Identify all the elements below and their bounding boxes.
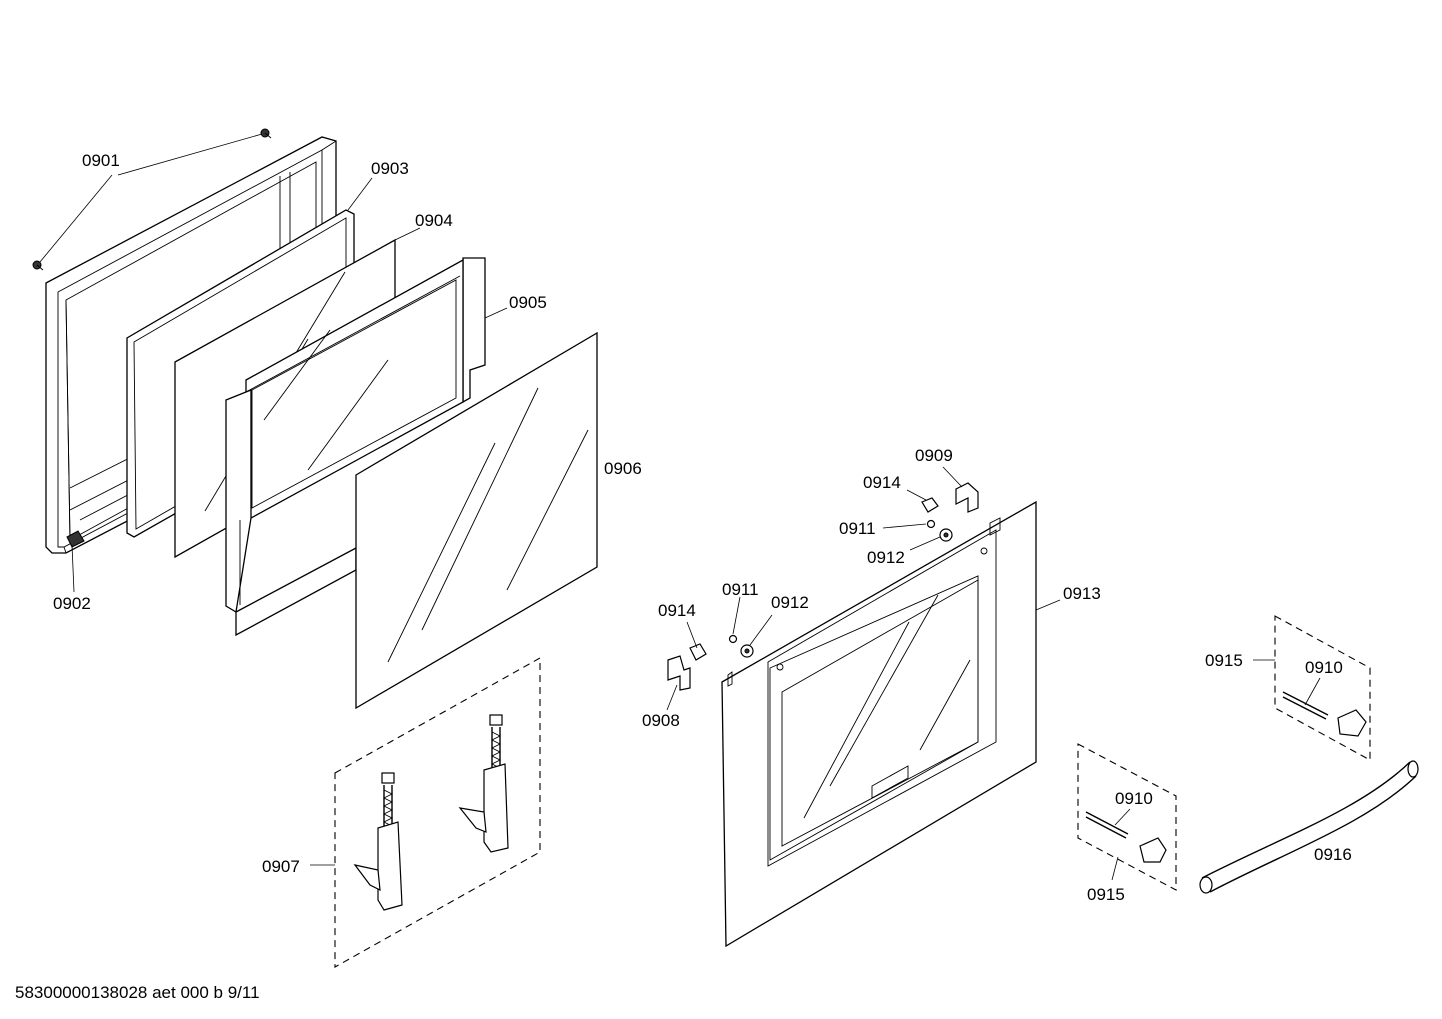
label-0914-left: 0914: [658, 601, 696, 620]
label-0903: 0903: [371, 159, 409, 178]
label-0909: 0909: [915, 446, 953, 465]
label-0915-upper: 0915: [1205, 651, 1243, 670]
part-0912-washer-left: [740, 644, 754, 658]
part-labels: 0901 0902 0903 0904 0905 0906 0907 0908 …: [53, 151, 1352, 904]
label-0908: 0908: [642, 711, 680, 730]
part-0911-nut-right: [926, 519, 936, 529]
label-0907: 0907: [262, 857, 300, 876]
label-0912-left: 0912: [771, 593, 809, 612]
part-0902-clip: [66, 530, 85, 548]
label-0905: 0905: [509, 293, 547, 312]
document-id: 58300000138028 aet 000 b 9/11: [15, 983, 260, 1002]
label-0912-right: 0912: [867, 548, 905, 567]
part-0915-mount-lower: [1077, 743, 1177, 891]
label-0901: 0901: [82, 151, 120, 170]
label-0914-right: 0914: [863, 473, 901, 492]
label-0915-lower: 0915: [1087, 885, 1125, 904]
label-0904: 0904: [415, 211, 453, 230]
part-0910-screw-upper: [1282, 691, 1329, 720]
part-0901-screw-left: [32, 260, 44, 271]
label-0910-upper: 0910: [1305, 658, 1343, 677]
label-0916: 0916: [1314, 845, 1352, 864]
label-0911-right: 0911: [839, 519, 876, 538]
part-0908-bracket: [667, 655, 691, 691]
label-0902: 0902: [53, 594, 91, 613]
part-0907-hinge-right: [458, 714, 509, 853]
part-0915-mount-upper: [1274, 615, 1371, 761]
part-0907-hinge-group: [334, 657, 541, 968]
part-0909-bracket: [955, 482, 979, 513]
part-0907-hinge-left: [353, 772, 403, 911]
part-0901-screw-top: [260, 128, 272, 139]
label-0906: 0906: [604, 459, 642, 478]
label-0911-left: 0911: [722, 580, 759, 599]
leader-lines: [39, 133, 1321, 881]
part-0916-handle-bar: [1199, 760, 1419, 894]
part-0910-screw-lower: [1085, 811, 1129, 839]
part-0914-block-left: [689, 643, 707, 661]
part-0906-outer-glass: [355, 331, 598, 710]
part-0911-nut-left: [728, 634, 738, 644]
part-0914-block-right: [921, 497, 939, 513]
part-0905-glass-frame: [225, 257, 486, 637]
part-0912-washer-right: [939, 528, 953, 542]
part-0913-door-panel: [721, 500, 1037, 948]
label-0913: 0913: [1063, 584, 1101, 603]
label-0910-lower: 0910: [1115, 789, 1153, 808]
